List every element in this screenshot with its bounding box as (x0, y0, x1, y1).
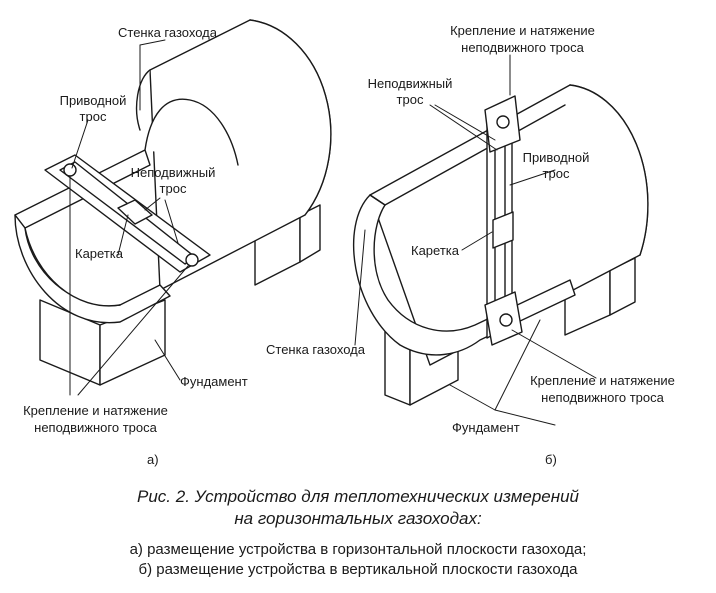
label-carriage-left: Каретка (75, 246, 123, 261)
label-fixed-rope-left-2: трос (159, 181, 187, 196)
caption-title-line-2: на горизонтальных газоходах: (234, 509, 482, 528)
left-rope-frame (44, 154, 211, 273)
left-duct-drawing (14, 19, 332, 396)
caption-title-line-1: Рис. 2. Устройство для теплотехнических … (137, 487, 579, 506)
panel-tag-b: б) (545, 452, 557, 467)
panel-tag-a: а) (147, 452, 159, 467)
caption-item-a: а) размещение устройства в горизонтально… (129, 541, 587, 558)
right-rope-frame (484, 95, 523, 346)
label-carriage-right: Каретка (411, 243, 459, 258)
label-foundation-left: Фундамент (180, 374, 248, 389)
label-mount-left-2: неподвижного троса (34, 420, 157, 435)
right-duct-drawing (352, 54, 649, 426)
label-mount-top-right-1: Крепление и натяжение (450, 23, 595, 38)
label-fixed-rope-left-1: Неподвижный (130, 165, 216, 180)
label-drive-rope-left-2: трос (79, 109, 107, 124)
right-leader-lines (354, 54, 597, 426)
left-duct-shell (135, 19, 332, 291)
label-mount-top-right-2: неподвижного троса (461, 40, 584, 55)
label-fixed-rope-right-1: Неподвижный (367, 76, 453, 91)
label-mount-bottom-right-1: Крепление и натяжение (530, 373, 675, 388)
label-drive-rope-right-1: Приводной (522, 150, 590, 165)
label-drive-rope-right-2: трос (542, 166, 570, 181)
left-leader-lines (69, 39, 189, 396)
label-fixed-rope-right-2: трос (396, 92, 424, 107)
label-wall-left: Стенка газохода (118, 25, 217, 40)
caption-item-b: б) размещение устройства в вертикальной … (138, 561, 578, 578)
label-mount-bottom-right-2: неподвижного троса (541, 390, 664, 405)
figure-drawing (14, 19, 649, 426)
label-mount-left-1: Крепление и натяжение (23, 403, 168, 418)
label-drive-rope-left-1: Приводной (59, 93, 127, 108)
label-foundation-right: Фундамент (452, 420, 520, 435)
label-wall-right: Стенка газохода (266, 342, 365, 357)
